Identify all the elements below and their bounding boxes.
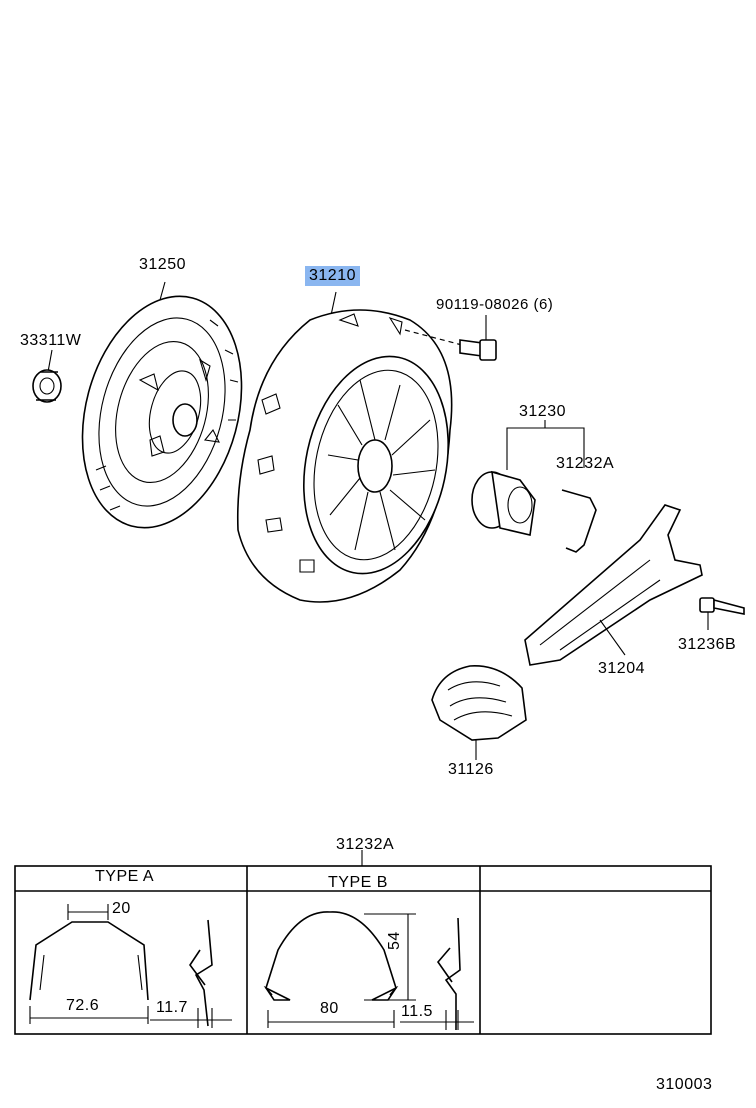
label-31210[interactable]: 31210	[305, 266, 360, 286]
type-a-side-dim: 11.7	[156, 999, 188, 1016]
clutch-cover-drawing[interactable]	[236, 291, 468, 603]
label-31232a[interactable]: 31232A	[556, 455, 615, 472]
label-90119-08026[interactable]: 90119-08026 (6)	[436, 296, 554, 313]
type-b-width-dim: 80	[320, 1000, 339, 1017]
release-bearing-drawing[interactable]	[471, 420, 585, 536]
fork-bolt-drawing[interactable]	[699, 597, 745, 630]
label-31204[interactable]: 31204	[598, 660, 645, 677]
label-31236b[interactable]: 31236B	[678, 636, 737, 653]
type-a-top-dim: 20	[112, 900, 131, 917]
bolt-drawing[interactable]	[459, 315, 497, 361]
label-31126[interactable]: 31126	[448, 761, 494, 778]
type-b-side-dim: 11.5	[401, 1003, 433, 1020]
label-31230[interactable]: 31230	[519, 403, 566, 420]
pilot-bearing-drawing[interactable]	[32, 349, 62, 403]
label-33311w[interactable]: 33311W	[20, 332, 82, 349]
type-b-height-dim: 54	[386, 931, 403, 950]
table-title: 31232A	[336, 836, 395, 853]
type-b-heading: TYPE B	[328, 874, 388, 891]
label-31250[interactable]: 31250	[139, 256, 186, 273]
type-a-clip-drawing	[29, 904, 232, 1028]
type-a-width-dim: 72.6	[66, 997, 100, 1014]
type-table	[14, 850, 712, 1035]
type-a-heading: TYPE A	[95, 868, 155, 885]
release-fork-boot-drawing[interactable]	[431, 665, 527, 760]
hub-clip-drawing[interactable]	[561, 489, 597, 553]
type-b-clip-drawing	[263, 911, 474, 1030]
release-fork-drawing[interactable]	[524, 504, 703, 666]
clutch-disc-drawing[interactable]	[58, 278, 266, 545]
diagram-code: 310003	[656, 1076, 713, 1093]
